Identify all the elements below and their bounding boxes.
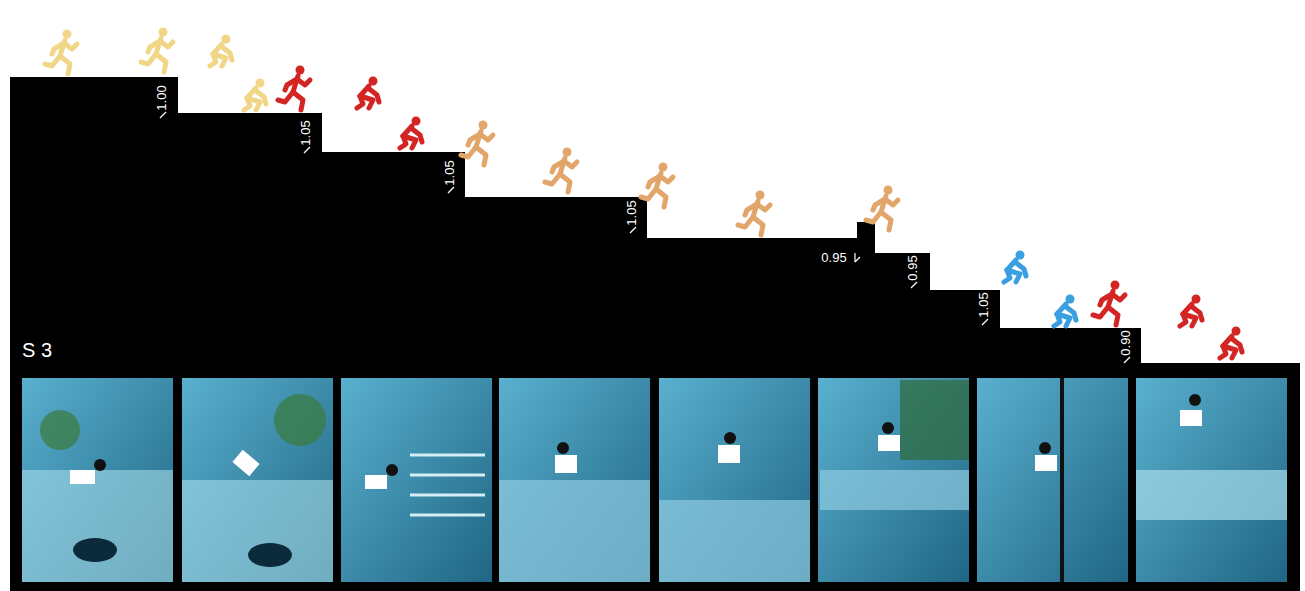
photo-frame [977,378,1128,582]
motion-figures [45,28,1242,359]
dimension-label: 0.95 [906,255,919,280]
dimension-label: 0.95 [821,251,846,264]
dimension-label: 0.90 [1119,330,1132,355]
photo-frame [22,378,173,582]
dimension-label: 1.05 [977,292,990,317]
photo-frame [499,378,650,582]
photo-frame [341,378,492,582]
dimension-label: 1.05 [299,120,312,145]
dimension-label: 1.05 [625,200,638,225]
photo-frame [659,378,810,582]
staircase-silhouette [10,77,1300,591]
scene-label: S 3 [22,340,52,360]
photo-frame [818,378,969,582]
dimension-ticks [160,112,1130,363]
photo-frame [1136,378,1287,582]
dimension-label: 1.00 [155,85,168,110]
dimension-label: 1.05 [443,160,456,185]
photo-strip [22,378,1287,582]
photo-frame [182,378,333,582]
